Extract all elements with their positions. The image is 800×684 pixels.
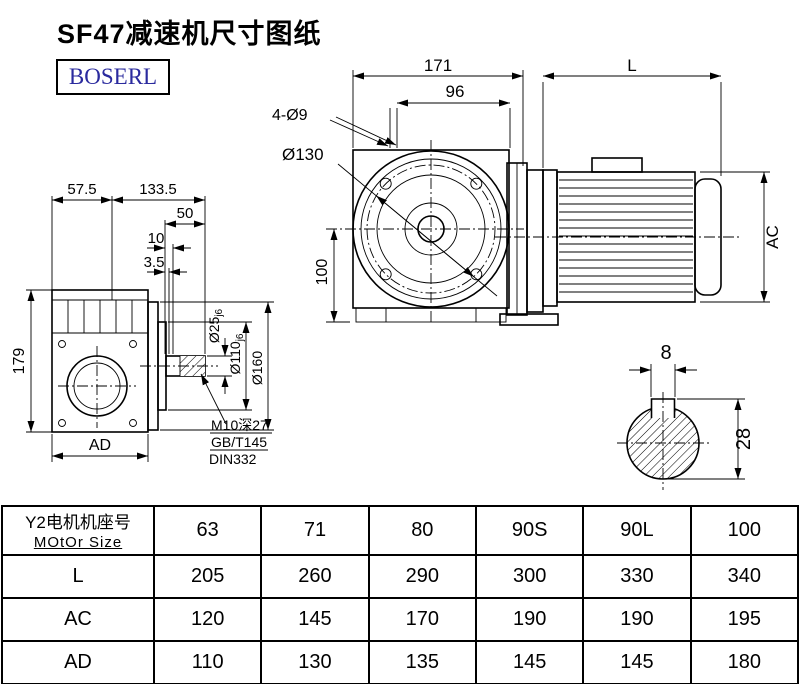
table-cell: 180 — [689, 640, 800, 684]
dim-bolt-holes: 4-Ø9 — [272, 107, 308, 124]
dim-bolt-circle: Ø130 — [282, 145, 324, 164]
motor-size-header: Y2电机机座号 MOtOr Size — [1, 505, 155, 556]
dim-3-5: 3.5 — [144, 254, 165, 271]
dim-flange-od: Ø160 — [249, 351, 265, 385]
page-title: SF47减速机尺寸图纸 — [57, 19, 322, 49]
table-cell: 300 — [474, 554, 585, 599]
dim-key-width: 8 — [660, 342, 671, 364]
dim-key-height: 28 — [733, 428, 755, 450]
row-label: L — [1, 554, 155, 599]
dim-50: 50 — [177, 205, 194, 222]
table-cell: 190 — [582, 597, 692, 642]
drawing-canvas: 171 96 4-Ø9 Ø130 100 — [11, 56, 782, 490]
table-cell: 205 — [152, 554, 263, 599]
dim-shaft-diameter: Ø25j6 — [206, 308, 225, 343]
dim-flange-total-width: 171 — [424, 56, 452, 75]
table-cell: 110 — [152, 640, 263, 684]
table-cell: 260 — [260, 554, 370, 599]
motor-view: L AC — [495, 56, 782, 326]
table-cell: 120 — [152, 597, 263, 642]
table-row: L 205 260 290 300 330 340 — [1, 554, 800, 599]
dim-center-height: 100 — [314, 259, 331, 286]
spec-table: Y2电机机座号 MOtOr Size 63 71 80 90S 90L 100 … — [1, 505, 800, 684]
table-cell: 340 — [689, 554, 800, 599]
shaft-key-section: 8 28 — [617, 342, 755, 490]
table-cell: 170 — [367, 597, 477, 642]
table-cell: 290 — [367, 554, 477, 599]
dim-motor-length: L — [627, 56, 636, 75]
table-cell: 145 — [260, 597, 370, 642]
brand-logo: BOSERL — [56, 59, 170, 95]
col-header: 100 — [689, 505, 800, 556]
row-label: AC — [1, 597, 155, 642]
dim-motor-diameter: AC — [763, 225, 782, 249]
dim-57-5: 57.5 — [67, 181, 96, 198]
table-cell: 145 — [474, 640, 585, 684]
table-header-row: Y2电机机座号 MOtOr Size 63 71 80 90S 90L 100 — [1, 505, 800, 556]
header-label-en: MOtOr Size — [33, 533, 123, 551]
note-tapped-hole: M10深27 — [211, 417, 268, 433]
dim-133-5: 133.5 — [139, 181, 177, 198]
side-view: 57.5 133.5 50 10 3.5 179 AD Ø25j6 — [11, 181, 274, 467]
col-header: 71 — [260, 505, 370, 556]
dim-bolt-width: 96 — [446, 82, 465, 101]
col-header: 90S — [474, 505, 585, 556]
col-header: 80 — [367, 505, 477, 556]
note-standard-gbt145: GB/T145 — [211, 434, 267, 450]
col-header: 90L — [582, 505, 692, 556]
table-cell: 130 — [260, 640, 370, 684]
table-cell: 195 — [689, 597, 800, 642]
note-standard-din332: DIN332 — [209, 451, 257, 467]
dim-ad: AD — [89, 437, 111, 454]
table-cell: 190 — [474, 597, 585, 642]
dim-height-179: 179 — [11, 348, 28, 375]
table-cell: 330 — [582, 554, 692, 599]
header-label-cn: Y2电机机座号 — [25, 513, 131, 533]
table-cell: 145 — [582, 640, 692, 684]
dim-10: 10 — [148, 230, 165, 247]
front-view: 171 96 4-Ø9 Ø130 100 — [272, 56, 524, 323]
table-cell: 135 — [367, 640, 477, 684]
table-row: AD 110 130 135 145 145 180 — [1, 640, 800, 684]
col-header: 63 — [152, 505, 263, 556]
dim-spigot-diameter: Ø110j6 — [227, 333, 246, 374]
row-label: AD — [1, 640, 155, 684]
table-row: AC 120 145 170 190 190 195 — [1, 597, 800, 642]
